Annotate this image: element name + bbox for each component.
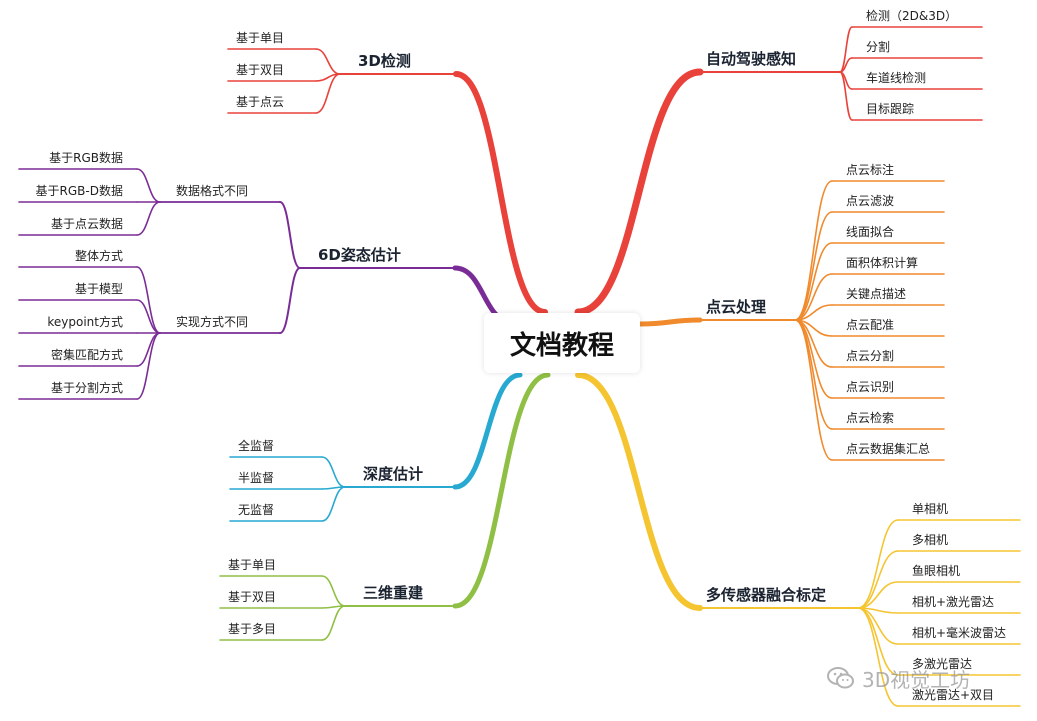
branch-connector-recon bbox=[452, 372, 551, 609]
leaf-depth-1[interactable]: 半监督 bbox=[238, 471, 275, 485]
branch-connector-det3d bbox=[453, 71, 548, 315]
leaf-connector-pointcloud-3 bbox=[794, 273, 833, 321]
leaf-pointcloud-2[interactable]: 线面拟合 bbox=[846, 225, 895, 239]
leaf-multisensor-6[interactable]: 激光雷达+双目 bbox=[912, 688, 995, 702]
branch-multisensor[interactable]: 多传感器融合标定 bbox=[706, 586, 827, 604]
leaf-recon-1[interactable]: 基于双目 bbox=[228, 590, 277, 604]
leaf-connector-recon-0 bbox=[321, 575, 346, 607]
leaf-recon-0[interactable]: 基于单目 bbox=[228, 558, 277, 572]
leaf-pose-0-1[interactable]: 基于RGB-D数据 bbox=[35, 184, 123, 198]
group-connector-0 bbox=[279, 201, 301, 269]
leaf-connector-pointcloud-1 bbox=[794, 211, 833, 321]
leaf-pointcloud-7[interactable]: 点云识别 bbox=[846, 380, 895, 394]
branch-pose6d[interactable]: 6D姿态估计 bbox=[318, 246, 401, 264]
leaf-connector-autodrive-0 bbox=[839, 26, 853, 73]
leaf-pointcloud-4[interactable]: 关键点描述 bbox=[846, 287, 907, 301]
leaf-connector-depth-2 bbox=[321, 486, 346, 522]
leaf-pose-1-3[interactable]: 密集匹配方式 bbox=[50, 348, 123, 362]
branch-connector-depth bbox=[452, 372, 523, 490]
leaf-det3d-2[interactable]: 基于点云 bbox=[236, 95, 285, 109]
leaf-connector-autodrive-3 bbox=[839, 71, 853, 121]
leaf-pose-1-2[interactable]: keypoint方式 bbox=[47, 315, 123, 329]
branch-pointcloud[interactable]: 点云处理 bbox=[706, 298, 767, 316]
leaf-connector-pose-0-0 bbox=[136, 168, 161, 203]
leaf-recon-2[interactable]: 基于多目 bbox=[228, 622, 277, 636]
branch-det3d[interactable]: 3D检测 bbox=[358, 52, 411, 70]
leaf-connector-multisensor-2 bbox=[857, 581, 899, 609]
leaf-depth-2[interactable]: 无监督 bbox=[238, 503, 275, 517]
wechat-icon bbox=[827, 667, 854, 689]
leaf-connector-det3d-0 bbox=[315, 48, 341, 75]
leaf-pointcloud-0[interactable]: 点云标注 bbox=[846, 163, 895, 177]
branch-connector-autodrive bbox=[574, 68, 704, 316]
leaf-det3d-0[interactable]: 基于单目 bbox=[236, 31, 285, 45]
leaf-connector-multisensor-0 bbox=[857, 519, 899, 609]
leaf-connector-pointcloud-8 bbox=[794, 319, 833, 430]
branch-autodrive[interactable]: 自动驾驶感知 bbox=[706, 50, 797, 68]
leaf-connector-depth-0 bbox=[321, 456, 346, 488]
leaf-connector-pose-1-1 bbox=[136, 299, 161, 334]
leaf-multisensor-5[interactable]: 多激光雷达 bbox=[912, 657, 973, 671]
leaf-connector-pose-0-2 bbox=[136, 201, 161, 236]
leaf-connector-det3d-2 bbox=[315, 73, 341, 114]
leaf-pointcloud-6[interactable]: 点云分割 bbox=[846, 349, 895, 363]
watermark-text: 3D视觉工坊 bbox=[862, 667, 971, 692]
leaf-connector-pose-1-3 bbox=[136, 332, 161, 367]
leaf-multisensor-1[interactable]: 多相机 bbox=[912, 533, 949, 547]
leaf-multisensor-4[interactable]: 相机+毫米波雷达 bbox=[912, 626, 1007, 640]
leaf-connector-recon-2 bbox=[321, 605, 346, 641]
group-connector-1 bbox=[279, 267, 301, 334]
leaf-pose-1-0[interactable]: 整体方式 bbox=[74, 249, 123, 263]
leaf-connector-multisensor-6 bbox=[857, 607, 899, 707]
leaf-pose-0-0[interactable]: 基于RGB数据 bbox=[49, 151, 123, 165]
leaf-connector-multisensor-1 bbox=[857, 550, 899, 609]
leaf-multisensor-2[interactable]: 鱼眼相机 bbox=[912, 564, 961, 578]
leaf-det3d-1[interactable]: 基于双目 bbox=[236, 63, 285, 77]
leaf-pointcloud-1[interactable]: 点云滤波 bbox=[846, 194, 895, 208]
leaf-autodrive-2[interactable]: 车道线检测 bbox=[866, 71, 927, 85]
leaf-multisensor-3[interactable]: 相机+激光雷达 bbox=[912, 595, 995, 609]
leaf-pose-1-1[interactable]: 基于模型 bbox=[74, 282, 123, 296]
branch-connector-multisensor bbox=[575, 372, 703, 611]
leaf-pose-0-2[interactable]: 基于点云数据 bbox=[50, 217, 123, 231]
root-node[interactable]: 文档教程 bbox=[484, 313, 640, 373]
leaf-autodrive-3[interactable]: 目标跟踪 bbox=[866, 102, 915, 116]
branch-depth[interactable]: 深度估计 bbox=[363, 465, 424, 483]
leaf-pointcloud-5[interactable]: 点云配准 bbox=[846, 318, 895, 332]
leaf-autodrive-1[interactable]: 分割 bbox=[866, 40, 891, 54]
leaf-connector-pointcloud-9 bbox=[794, 319, 833, 461]
group-1[interactable]: 实现方式不同 bbox=[176, 315, 249, 329]
leaf-pose-1-4[interactable]: 基于分割方式 bbox=[50, 381, 123, 395]
group-0[interactable]: 数据格式不同 bbox=[176, 184, 249, 198]
branch-connector-pointcloud bbox=[637, 317, 703, 327]
leaf-connector-pose-1-0 bbox=[136, 266, 161, 334]
leaf-multisensor-0[interactable]: 单相机 bbox=[912, 502, 949, 516]
leaf-connector-pointcloud-2 bbox=[794, 242, 833, 321]
leaf-autodrive-0[interactable]: 检测（2D&3D） bbox=[866, 9, 958, 23]
watermark: 3D视觉工坊 bbox=[826, 660, 1026, 696]
branch-recon[interactable]: 三维重建 bbox=[363, 584, 424, 602]
leaf-pointcloud-9[interactable]: 点云数据集汇总 bbox=[846, 442, 931, 456]
leaf-depth-0[interactable]: 全监督 bbox=[238, 439, 275, 453]
leaf-pointcloud-8[interactable]: 点云检索 bbox=[846, 411, 895, 425]
leaf-connector-pointcloud-0 bbox=[794, 180, 833, 321]
leaf-connector-pose-1-4 bbox=[136, 332, 161, 400]
leaf-pointcloud-3[interactable]: 面积体积计算 bbox=[846, 256, 919, 270]
root-node-label: 文档教程 bbox=[509, 330, 614, 361]
